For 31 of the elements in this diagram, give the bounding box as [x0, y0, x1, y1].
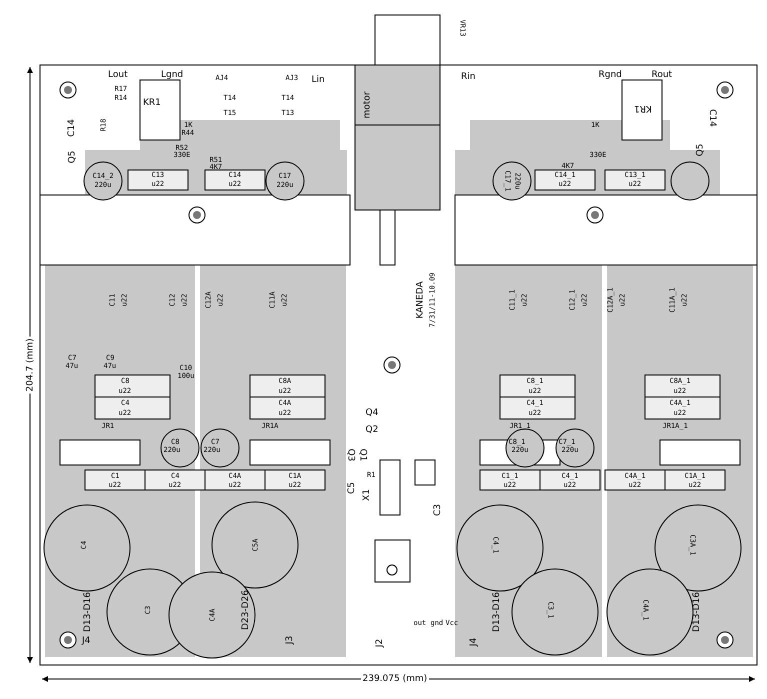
- dimension-label: 204.7 (mm): [26, 336, 34, 394]
- component-label: Q1: [358, 448, 366, 462]
- dimension-label: 239.075 (mm): [360, 675, 430, 683]
- connector-label: J3: [286, 636, 294, 644]
- connector-label: J4: [82, 637, 90, 645]
- connector-label: Rin: [461, 73, 476, 81]
- connector-label: Lgnd: [161, 71, 184, 79]
- connector-label: motor: [363, 92, 371, 118]
- connector-label: J2: [376, 638, 384, 648]
- component-label: Q4: [366, 409, 378, 417]
- component-label: Q3: [346, 448, 354, 462]
- designer-label: KANEDA: [416, 281, 424, 319]
- component-label: Q5: [696, 144, 704, 156]
- diode-group-label: D13-D16: [693, 592, 701, 632]
- component-label: Q5: [68, 150, 76, 164]
- component-label: X1: [362, 489, 371, 501]
- component-label: C14: [708, 109, 716, 127]
- diode-group-label: D13-D16: [84, 592, 92, 632]
- diode-group-label: D13-D16: [493, 592, 501, 632]
- connector-label: Lin: [312, 76, 325, 84]
- connector-label: Rout: [652, 71, 672, 79]
- component-label: KR1: [634, 104, 652, 112]
- component-label: C5: [348, 482, 356, 494]
- connector-label: J4: [470, 638, 478, 646]
- component-label: C3: [434, 504, 442, 516]
- component-label: Q2: [366, 426, 378, 434]
- component-label: C14: [68, 119, 76, 137]
- component-label: KR1: [143, 99, 161, 107]
- diode-group-label: D23-D26: [242, 590, 250, 630]
- connector-label: Lout: [108, 71, 128, 79]
- connector-label: Rgnd: [598, 71, 622, 79]
